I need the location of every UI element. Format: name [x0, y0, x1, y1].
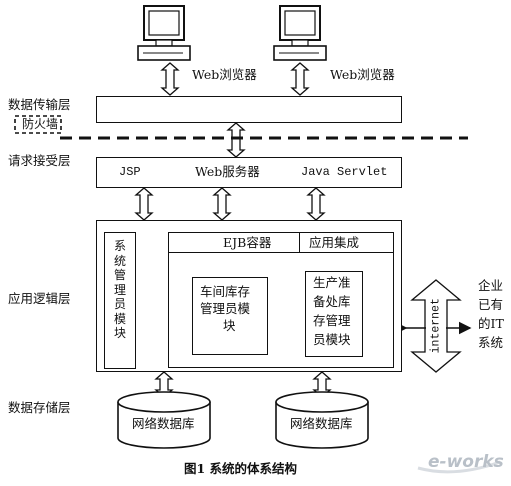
transport-layer-box [96, 96, 402, 123]
watermark-swoosh [417, 460, 501, 474]
enterprise-it-line-1: 企业 [478, 278, 504, 293]
database-label-left: 网络数据库 [132, 416, 195, 431]
servlet-label: Java Servlet [301, 165, 388, 179]
workshop-module-line-1: 车间库存 [200, 284, 251, 299]
layer-label-storage: 数据存储层 [8, 400, 71, 415]
workshop-module-line-2: 管理员模 [200, 301, 251, 316]
browser-label-right: Web浏览器 [330, 67, 395, 82]
computer-icon-left [137, 5, 191, 61]
production-module-line-4: 员模块 [313, 332, 351, 347]
web-server-label: Web服务器 [195, 164, 260, 179]
internet-label: internet [429, 298, 443, 354]
arrow-browser-right [290, 62, 310, 96]
internet-arrow [410, 279, 462, 373]
layer-label-logic: 应用逻辑层 [8, 291, 71, 306]
arrow-browser-left [160, 62, 180, 96]
workshop-module-line-3: 块 [223, 318, 236, 333]
database-cylinder-right [275, 391, 369, 449]
watermark-logo: e-works [428, 452, 504, 472]
ejb-container-label: EJB容器 [223, 235, 272, 250]
layer-label-request: 请求接受层 [8, 153, 71, 168]
enterprise-it-line-2: 已有 [478, 297, 504, 312]
arrow-web-logic [212, 187, 232, 221]
firewall-label: 防火墙 [22, 117, 59, 131]
database-cylinder-left [117, 391, 211, 449]
arrow-jsp-logic [134, 187, 154, 221]
jsp-label: JSP [119, 165, 141, 179]
arrow-firewall [226, 122, 246, 158]
production-module: 生产准 备处库 存管理 员模块 [305, 271, 363, 357]
computer-icon-right [273, 5, 327, 61]
figure-caption: 图1 系统的体系结构 [184, 461, 298, 476]
workshop-module: 车间库存 管理员模 块 [192, 277, 268, 355]
app-integration-label: 应用集成 [309, 235, 360, 250]
browser-label-left: Web浏览器 [192, 67, 257, 82]
production-module-line-2: 备处库 [313, 294, 351, 309]
production-module-line-1: 生产准 [313, 275, 351, 290]
enterprise-it-line-4: 系统 [478, 335, 504, 350]
database-label-right: 网络数据库 [290, 416, 353, 431]
enterprise-it-line-3: 的IT [478, 316, 504, 331]
arrow-servlet-logic [306, 187, 326, 221]
sys-admin-label: 系统管理员模块 [113, 239, 126, 340]
layer-label-transport: 数据传输层 [8, 97, 71, 112]
production-module-line-3: 存管理 [313, 313, 351, 328]
sys-admin-module: 系统管理员模块 [104, 232, 136, 369]
request-layer-box: JSP Web服务器 Java Servlet [96, 157, 402, 188]
